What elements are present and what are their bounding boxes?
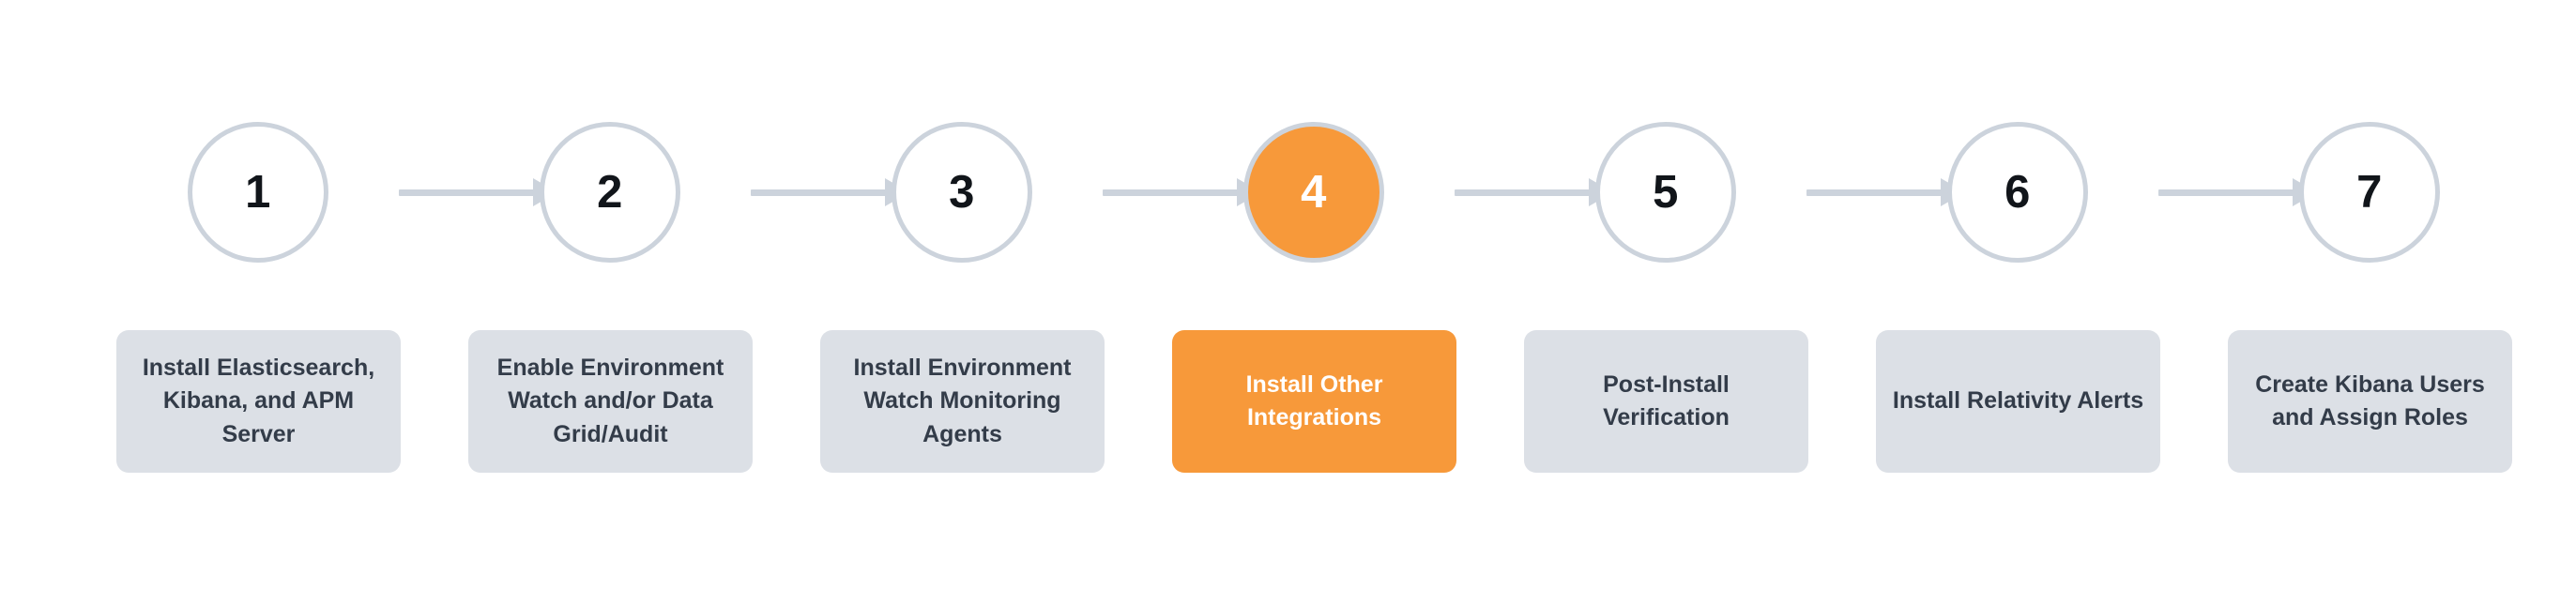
step-number-7: 7 (2356, 166, 2383, 218)
step-circle-7[interactable]: 7 (2299, 122, 2440, 263)
step-number-3: 3 (949, 166, 975, 218)
step-label-box-3[interactable]: Install Environment Watch Monitoring Age… (820, 330, 1105, 473)
step-circle-2[interactable]: 2 (540, 122, 680, 263)
connector-line (1806, 189, 1964, 196)
step-circle-4[interactable]: 4 (1243, 122, 1384, 263)
connector-1-to-2 (399, 178, 557, 206)
connector-6-to-7 (2158, 178, 2317, 206)
step-number-4: 4 (1301, 166, 1327, 218)
step-label-text-6: Install Relativity Alerts (1892, 387, 2144, 415)
step-label-text-3: Install Environment Watch Monitoring Age… (853, 354, 1072, 447)
step-number-2: 2 (597, 166, 623, 218)
connector-line (751, 189, 908, 196)
connector-line (1455, 189, 1612, 196)
connector-line (1103, 189, 1260, 196)
step-circle-1[interactable]: 1 (188, 122, 328, 263)
step-label-text-2: Enable Environment Watch and/or Data Gri… (496, 354, 724, 447)
step-label-text-5: Post-Install Verification (1603, 370, 1730, 431)
connector-4-to-5 (1455, 178, 1613, 206)
step-label-box-5[interactable]: Post-Install Verification (1524, 330, 1808, 473)
step-circle-3[interactable]: 3 (892, 122, 1032, 263)
connector-5-to-6 (1806, 178, 1965, 206)
connector-line (2158, 189, 2316, 196)
step-label-text-7: Create Kibana Users and Assign Roles (2255, 370, 2485, 431)
connector-line (399, 189, 556, 196)
step-number-1: 1 (245, 166, 271, 218)
step-label-box-4[interactable]: Install Other Integrations (1172, 330, 1456, 473)
step-label-box-2[interactable]: Enable Environment Watch and/or Data Gri… (468, 330, 753, 473)
step-label-row: Install Elasticsearch, Kibana, and APM S… (0, 330, 2576, 473)
step-circle-5[interactable]: 5 (1595, 122, 1736, 263)
connector-3-to-4 (1103, 178, 1261, 206)
step-label-box-1[interactable]: Install Elasticsearch, Kibana, and APM S… (116, 330, 401, 473)
step-circle-6[interactable]: 6 (1947, 122, 2088, 263)
step-number-6: 6 (2004, 166, 2031, 218)
step-label-box-6[interactable]: Install Relativity Alerts (1876, 330, 2160, 473)
step-label-box-7[interactable]: Create Kibana Users and Assign Roles (2228, 330, 2512, 473)
step-circle-row: 1 2 3 4 5 6 7 (0, 122, 2576, 263)
connector-2-to-3 (751, 178, 909, 206)
step-label-text-1: Install Elasticsearch, Kibana, and APM S… (142, 354, 375, 447)
step-label-text-4: Install Other Integrations (1245, 370, 1383, 431)
step-number-5: 5 (1653, 166, 1679, 218)
